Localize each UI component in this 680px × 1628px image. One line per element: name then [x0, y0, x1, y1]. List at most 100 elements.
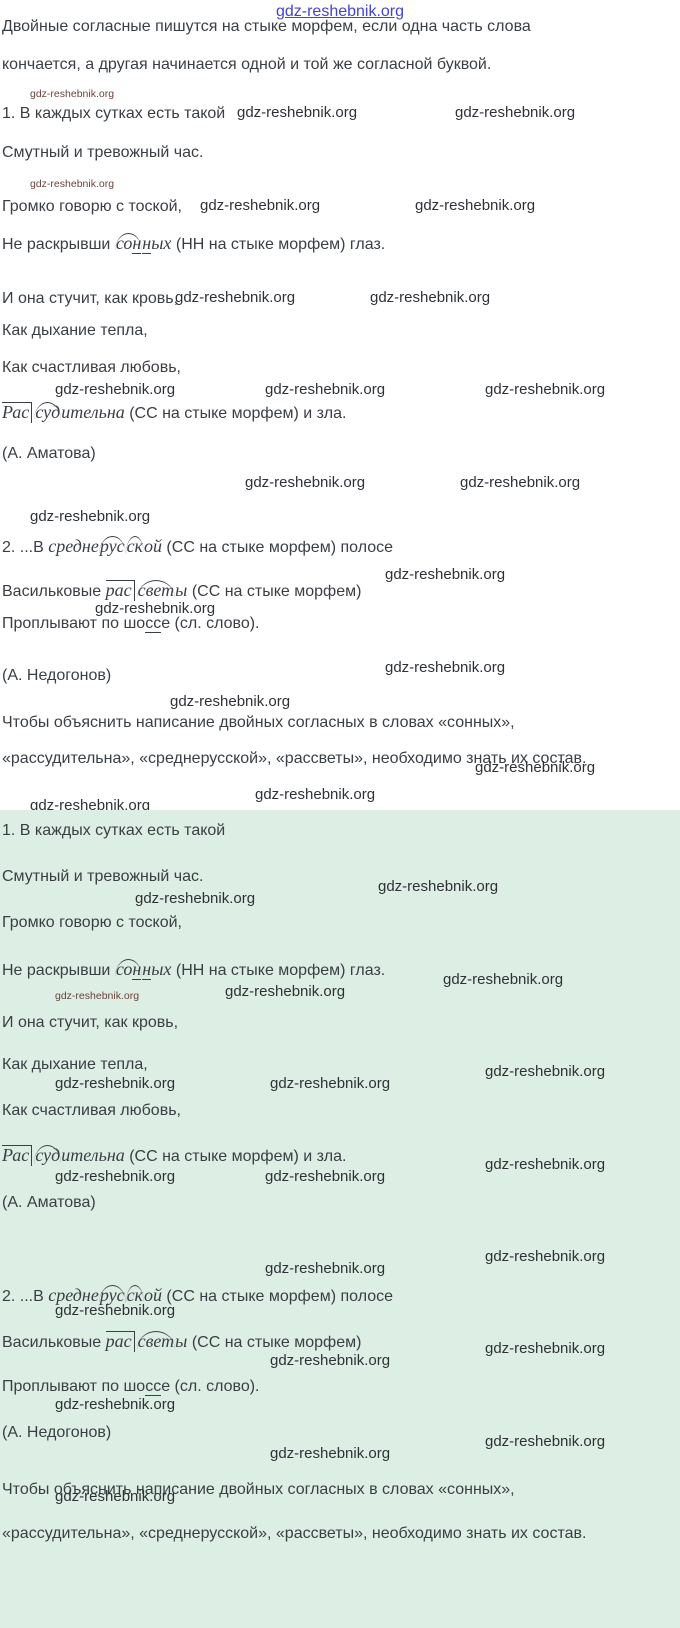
watermark: gdz-reshebnik.org — [485, 1063, 606, 1080]
watermark: gdz-reshebnik.org — [175, 289, 296, 306]
morpheme-segment: ой — [143, 1285, 162, 1305]
root-arc-mark: свет — [136, 1331, 176, 1351]
double-consonant-underline: сс — [145, 1378, 162, 1396]
watermark: gdz-reshebnik.org — [95, 600, 216, 617]
line-text: 2. ...В — [2, 1288, 49, 1305]
root-arc-mark: свет — [136, 580, 176, 600]
watermark: gdz-reshebnik.org — [237, 104, 358, 121]
suffix-arc-mark: ск — [125, 1285, 144, 1305]
watermark: gdz-reshebnik.org — [55, 990, 140, 1002]
author-attribution-2: (А. Недогонов) — [2, 1424, 112, 1441]
answer-section: 1. В каждых сутках есть такой Смутный и … — [0, 810, 680, 1628]
watermark: gdz-reshebnik.org — [485, 1340, 606, 1357]
morpheme-segment: н — [132, 233, 142, 254]
watermark: gdz-reshebnik.org — [55, 1488, 176, 1505]
watermark: gdz-reshebnik.org — [270, 1075, 391, 1092]
watermark: gdz-reshebnik.org — [460, 474, 581, 491]
watermark: gdz-reshebnik.org — [135, 890, 256, 907]
watermark: gdz-reshebnik.org — [200, 197, 321, 214]
root-arc-mark: суд — [34, 1145, 62, 1165]
watermark: gdz-reshebnik.org — [255, 786, 376, 803]
morpheme-segment: ых — [151, 233, 172, 253]
poem-line-5: И она стучит, как кровь, — [2, 1014, 179, 1031]
poem-line-3: Громко говорю с тоской, — [2, 914, 182, 931]
watermark: gdz-reshebnik.org — [378, 878, 499, 895]
poem-line-3: Громко говорю с тоской, — [2, 198, 182, 215]
watermark: gdz-reshebnik.org — [443, 971, 564, 988]
prefix-mark: рас — [105, 1331, 135, 1352]
watermark: gdz-reshebnik.org — [485, 1248, 606, 1265]
watermark: gdz-reshebnik.org — [245, 474, 366, 491]
line-text: е (сл. слово). — [161, 1378, 260, 1395]
morpheme-segment: ых — [151, 959, 172, 979]
watermark: gdz-reshebnik.org — [415, 197, 536, 214]
morpheme-segment: ы — [175, 1331, 188, 1351]
poem-line-6: Как дыхание тепла, — [2, 1056, 148, 1073]
morpheme-segment: ой — [143, 536, 162, 556]
watermark: gdz-reshebnik.org — [30, 797, 151, 814]
intro-paragraph: Двойные согласные пишутся на стыке морфе… — [2, 18, 531, 73]
morpheme-segment: средне — [48, 536, 99, 556]
morpheme-word-sonnykh: сонных — [114, 233, 172, 254]
morpheme-segment: ительна — [61, 402, 125, 422]
line-text: 2. ...В — [2, 539, 49, 556]
root-arc-mark: сон — [114, 959, 143, 980]
watermark: gdz-reshebnik.org — [55, 1168, 176, 1185]
watermark: gdz-reshebnik.org — [370, 289, 491, 306]
line-text: Не раскрывши — [2, 962, 115, 979]
line-text: (СС на стыке морфем) полосе — [161, 1288, 393, 1305]
watermark: gdz-reshebnik.org — [485, 1433, 606, 1450]
morpheme-segment: н — [142, 959, 152, 980]
double-consonant-underline: сс — [145, 615, 162, 633]
line-text: Васильковые — [2, 583, 106, 600]
poem-line-7: Как счастливая любовь, — [2, 359, 181, 376]
author-attribution-1: (А. Аматова) — [2, 445, 96, 462]
morpheme-segment: средне — [48, 1285, 99, 1305]
line-text: (СС на стыке морфем) полосе — [161, 539, 393, 556]
watermark: gdz-reshebnik.org — [485, 381, 606, 398]
poem-line-7: Как счастливая любовь, — [2, 1102, 181, 1119]
root-arc-mark: рус — [98, 1285, 126, 1305]
watermark: gdz-reshebnik.org — [30, 178, 115, 190]
suffix-arc-mark: ск — [125, 536, 144, 556]
line-text: (СС на стыке морфем) — [187, 583, 362, 600]
prefix-mark: Рас — [2, 1145, 33, 1166]
line-text: е (сл. слово). — [161, 615, 260, 632]
line-text: Не раскрывши — [2, 236, 115, 253]
watermark: gdz-reshebnik.org — [455, 104, 576, 121]
watermark: gdz-reshebnik.org — [275, 3, 405, 20]
watermark: gdz-reshebnik.org — [265, 1168, 386, 1185]
poem-line-2: Смутный и тревожный час. — [2, 868, 204, 885]
poem-line-2: Смутный и тревожный час. — [2, 144, 204, 161]
watermark: gdz-reshebnik.org — [385, 566, 506, 583]
conclusion-paragraph: Чтобы объяснить написание двойных соглас… — [2, 1481, 587, 1542]
line-text: (НН на стыке морфем) глаз. — [171, 236, 386, 253]
poem-line-4: Не раскрывши сонных (НН на стыке морфем)… — [2, 958, 385, 982]
watermark: gdz-reshebnik.org — [30, 508, 151, 525]
watermark: gdz-reshebnik.org — [55, 1075, 176, 1092]
watermark: gdz-reshebnik.org — [225, 983, 346, 1000]
watermark: gdz-reshebnik.org — [55, 1302, 176, 1319]
line-text: (НН на стыке морфем) глаз. — [171, 962, 386, 979]
watermark: gdz-reshebnik.org — [270, 1352, 391, 1369]
poem-line-1: 1. В каждых сутках есть такой — [2, 822, 226, 839]
line-text: (СС на стыке морфем) и зла. — [124, 1148, 347, 1165]
morpheme-segment: ы — [175, 580, 188, 600]
morpheme-segment: со — [115, 959, 133, 979]
watermark: gdz-reshebnik.org — [270, 1445, 391, 1462]
line-text: (СС на стыке морфем) и зла. — [124, 405, 347, 422]
watermark: gdz-reshebnik.org — [170, 693, 291, 710]
author-attribution-1: (А. Аматова) — [2, 1194, 96, 1211]
line-text: Проплывают по шо — [2, 1378, 146, 1395]
prefix-mark: Рас — [2, 402, 33, 423]
